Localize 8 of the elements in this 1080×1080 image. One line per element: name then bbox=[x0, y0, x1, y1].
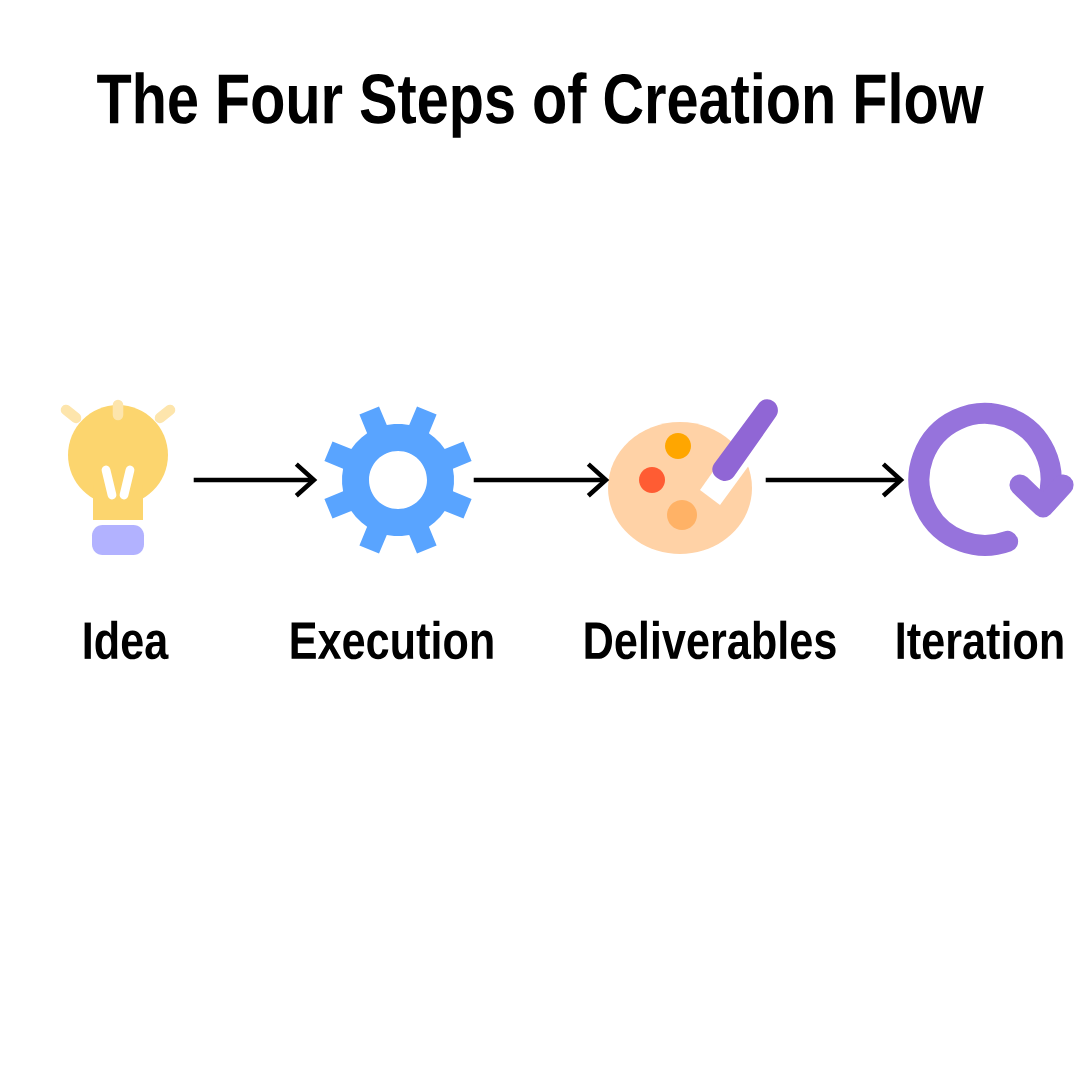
step-label: Idea bbox=[84, 620, 169, 660]
title: The Four Steps of Creation Flow bbox=[97, 72, 984, 138]
step-label: Iteration bbox=[897, 620, 1063, 660]
step-label: Execution bbox=[291, 620, 493, 660]
arrow bbox=[765, 462, 905, 498]
arrow bbox=[193, 462, 318, 498]
arrow bbox=[473, 462, 610, 498]
step-label: Deliverables bbox=[585, 620, 836, 660]
